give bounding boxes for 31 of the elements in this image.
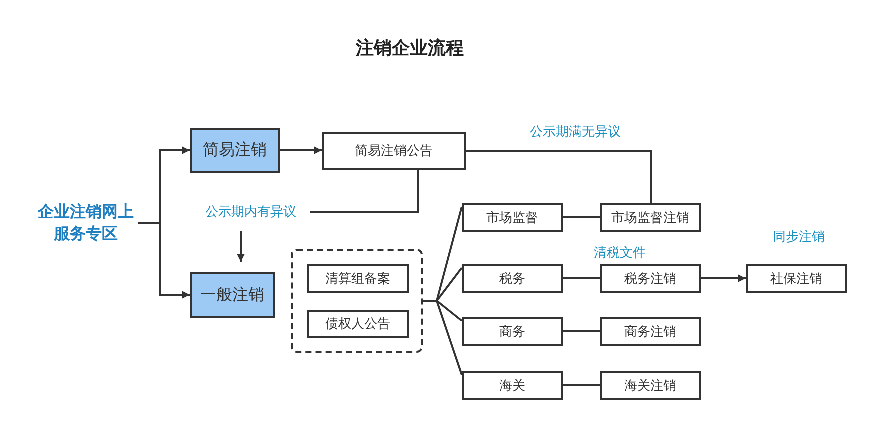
- process-box: 税务: [462, 264, 563, 293]
- process-box: 海关: [462, 371, 563, 400]
- connector-line: [310, 170, 419, 213]
- process-box: 市场监督: [462, 203, 563, 232]
- connector-line: [423, 300, 463, 376]
- edge-label: 公示期满无异议: [528, 123, 623, 141]
- process-box: 债权人公告: [307, 310, 409, 338]
- connector-line: [466, 150, 652, 203]
- process-box: 一般注销: [190, 272, 275, 318]
- process-box: 市场监督注销: [600, 203, 701, 232]
- process-box: 社保注销: [746, 264, 847, 293]
- connector-line: [563, 216, 600, 218]
- process-box: 简易注销公告: [322, 132, 466, 170]
- edge-label: 同步注销: [771, 228, 827, 246]
- process-box: 海关注销: [600, 371, 701, 400]
- service-zone-text: 企业注销网上服务专区: [36, 200, 136, 246]
- note-label: 清税文件: [592, 244, 648, 262]
- process-box: 税务注销: [600, 264, 701, 293]
- condition-text: 公示期内有异议: [196, 203, 306, 221]
- connector-line: [563, 330, 600, 332]
- connector-line: [563, 278, 600, 280]
- arrow: [280, 146, 322, 154]
- dashed-group-box: [291, 249, 423, 353]
- process-box: 清算组备案: [307, 264, 409, 293]
- process-box: 商务: [462, 317, 563, 346]
- process-box: 简易注销: [190, 128, 280, 173]
- arrow: [701, 274, 746, 282]
- diagram-title: 注销企业流程: [354, 37, 465, 60]
- arrow: [237, 231, 245, 262]
- process-box: 商务注销: [600, 317, 701, 346]
- connector-line: [563, 384, 600, 386]
